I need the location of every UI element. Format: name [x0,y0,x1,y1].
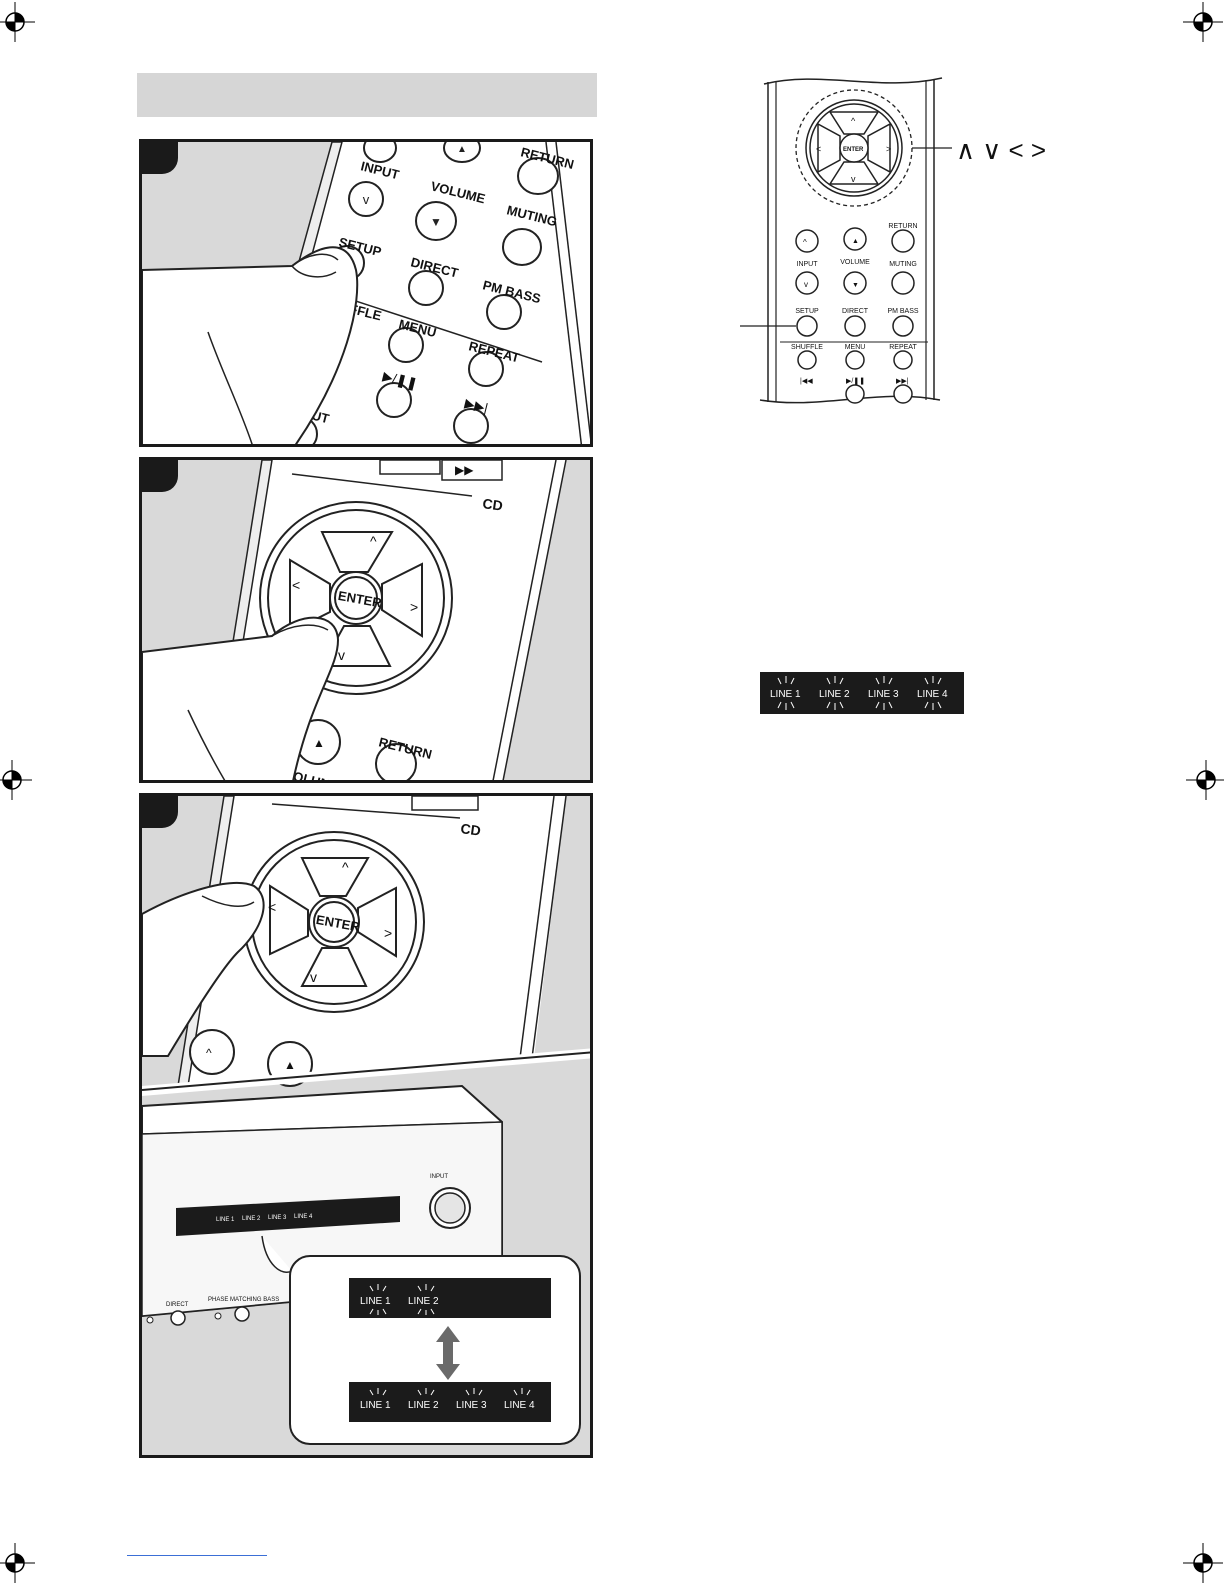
remote-shuffle-label: SHUFFLE [791,344,823,351]
svg-text:▶▶|: ▶▶| [896,378,909,385]
display-line1: LINE 1 [770,689,801,700]
display-line4: LINE 4 [917,689,948,700]
device-line4: LINE 4 [294,1214,313,1220]
remote-enter-label: ENTER [843,147,864,153]
remote-muting-label: MUTING [889,261,917,268]
step-1-illustration: v ▼ ▲ RETURN INPUT VOLUME MUTING SETUP D… [139,139,593,447]
svg-text:>: > [410,599,418,615]
svg-text:v: v [363,192,370,207]
svg-text:▲: ▲ [313,736,325,750]
svg-text:<: < [292,577,300,593]
remote-setup-label: SETUP [795,308,819,315]
toggle-double-arrow [436,1326,460,1380]
step-3-drawing: CD ^ > < v ENTER ^ ▲ [142,796,590,1455]
svg-text:^: ^ [803,238,807,247]
zoom-bottom-line2: LINE 2 [408,1400,439,1411]
nav-arrows-callout: ∧ ∨ < > [956,135,1046,165]
svg-text:▲: ▲ [852,238,859,245]
registration-mark-mid-left [0,760,32,800]
svg-text:>: > [384,925,392,941]
step-1-remote-drawing: v ▼ ▲ RETURN INPUT VOLUME MUTING SETUP D… [142,142,590,444]
footer-link-underline [127,1555,267,1556]
svg-text:▼: ▼ [852,282,859,289]
svg-text:▼: ▼ [430,215,442,229]
svg-text:v: v [310,969,317,985]
display-line2: LINE 2 [819,689,850,700]
zoom-bottom-line3: LINE 3 [456,1400,487,1411]
registration-mark-bottom-left [0,1543,35,1583]
section-header-bar [137,73,597,117]
remote-nav-left: < [816,144,821,154]
registration-mark-mid-right [1186,760,1224,800]
device-line1: LINE 1 [216,1217,235,1223]
finger-pressing-setup [142,246,359,444]
remote-menu-label: MENU [845,344,866,351]
svg-text:▶/❚❚: ▶/❚❚ [846,377,865,385]
remote-volume-label: VOLUME [840,259,870,266]
svg-text:^: ^ [342,859,349,875]
step-1-tab [142,142,178,174]
line-indicator-display: LINE 1 LINE 2 LINE 3 LINE 4 [760,672,964,714]
remote-direct-label: DIRECT [842,308,869,315]
device-pmb-label: PHASE MATCHING BASS [208,1297,279,1303]
remote-nav-down: v [851,174,856,184]
zoom-bottom-line1: LINE 1 [360,1400,391,1411]
registration-mark-top-right [1183,2,1223,42]
svg-text:▲: ▲ [284,1058,296,1072]
remote-repeat-label: REPEAT [889,344,917,351]
remote-nav-up: ^ [851,116,856,126]
step-2-illustration: ▶▶ CD ^ > < v ENTER ▲ RETURN VOLUME [139,457,593,783]
svg-text:▲: ▲ [457,144,467,155]
device-input-label: INPUT [430,1174,448,1180]
svg-text:v: v [804,280,808,289]
step-2-remote-drawing: ▶▶ CD ^ > < v ENTER ▲ RETURN VOLUME [142,460,590,780]
finger-pressing-left [142,882,265,1057]
registration-mark-bottom-right [1183,1543,1223,1583]
remote-detail-illustration: ^ > v < ENTER ∧ ∨ < > ^ ▲ v ▼ RETURN INP… [740,77,1046,404]
display-line3: LINE 3 [868,689,899,700]
registration-mark-top-left [0,2,35,42]
svg-text:<: < [268,899,276,915]
svg-text:▶▶|: ▶▶| [463,395,489,415]
finger-pressing-down [142,616,340,780]
svg-text:▶▶: ▶▶ [455,463,474,477]
svg-text:^: ^ [370,533,377,549]
zoom-bottom-line4: LINE 4 [504,1400,535,1411]
device-line3: LINE 3 [268,1215,287,1221]
step2-cd-label: CD [482,495,504,514]
device-line2: LINE 2 [242,1216,261,1222]
step3-cd-label: CD [460,820,482,839]
svg-text:^: ^ [206,1046,212,1060]
zoom-top-line2: LINE 2 [408,1296,439,1307]
svg-text:v: v [338,647,345,663]
remote-pm-bass-label: PM BASS [887,308,918,315]
step-3-illustration: CD ^ > < v ENTER ^ ▲ [139,793,593,1458]
zoom-top-line1: LINE 1 [360,1296,391,1307]
device-direct-label: DIRECT [166,1302,189,1308]
remote-return-label: RETURN [888,223,917,230]
remote-nav-right: > [886,144,891,154]
svg-text:|◀◀: |◀◀ [800,378,813,385]
step-2-tab [142,460,178,492]
step-3-tab [142,796,178,828]
remote-input-label: INPUT [797,261,819,268]
